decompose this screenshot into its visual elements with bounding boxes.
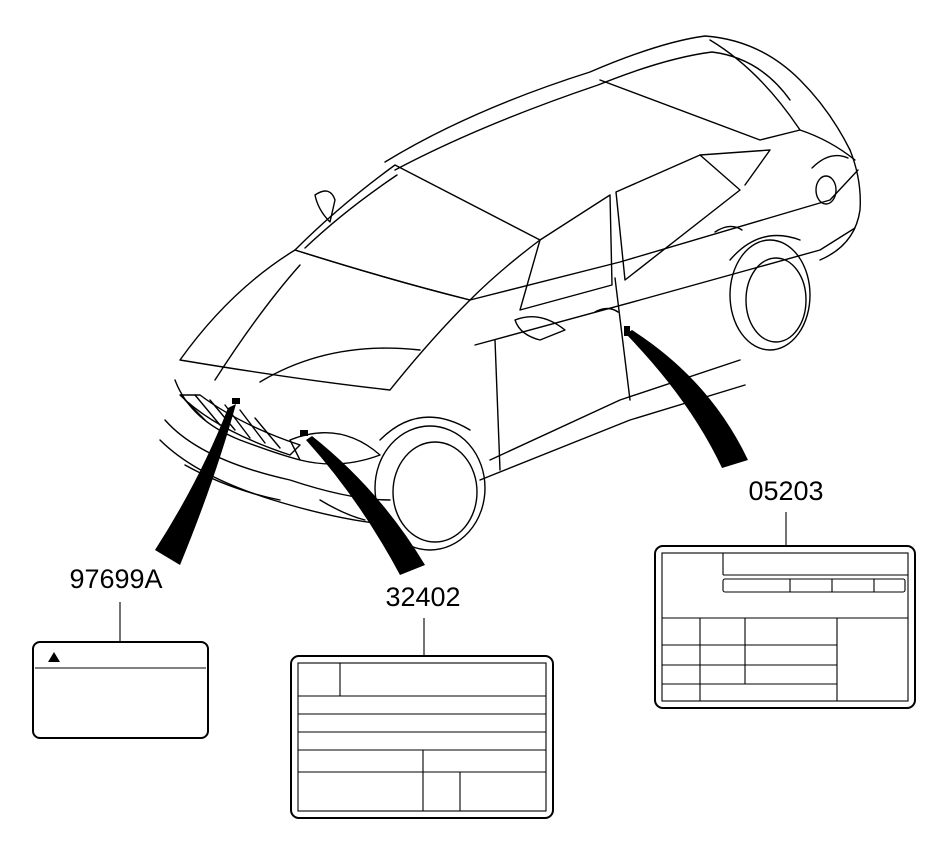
label-mark-radiator [300,430,308,436]
label-mark-hood [232,398,240,404]
leader-05203 [626,330,748,468]
label-32402-group: 32402 [290,582,554,819]
car-illustration [159,35,861,551]
label-mark-door [624,326,630,336]
label-97699a-plate [32,641,209,739]
part-number-05203: 05203 [748,476,823,506]
warning-triangle-icon [48,652,60,662]
part-number-97699a: 97699A [69,564,162,594]
label-32402-plate [290,655,554,819]
label-05203-plate [654,545,916,709]
label-97699a-group: 97699A [32,564,209,739]
label-05203-group: 05203 [654,476,916,709]
part-number-32402: 32402 [385,582,460,612]
leader-97699a [155,404,236,565]
leader-32402 [306,436,425,575]
